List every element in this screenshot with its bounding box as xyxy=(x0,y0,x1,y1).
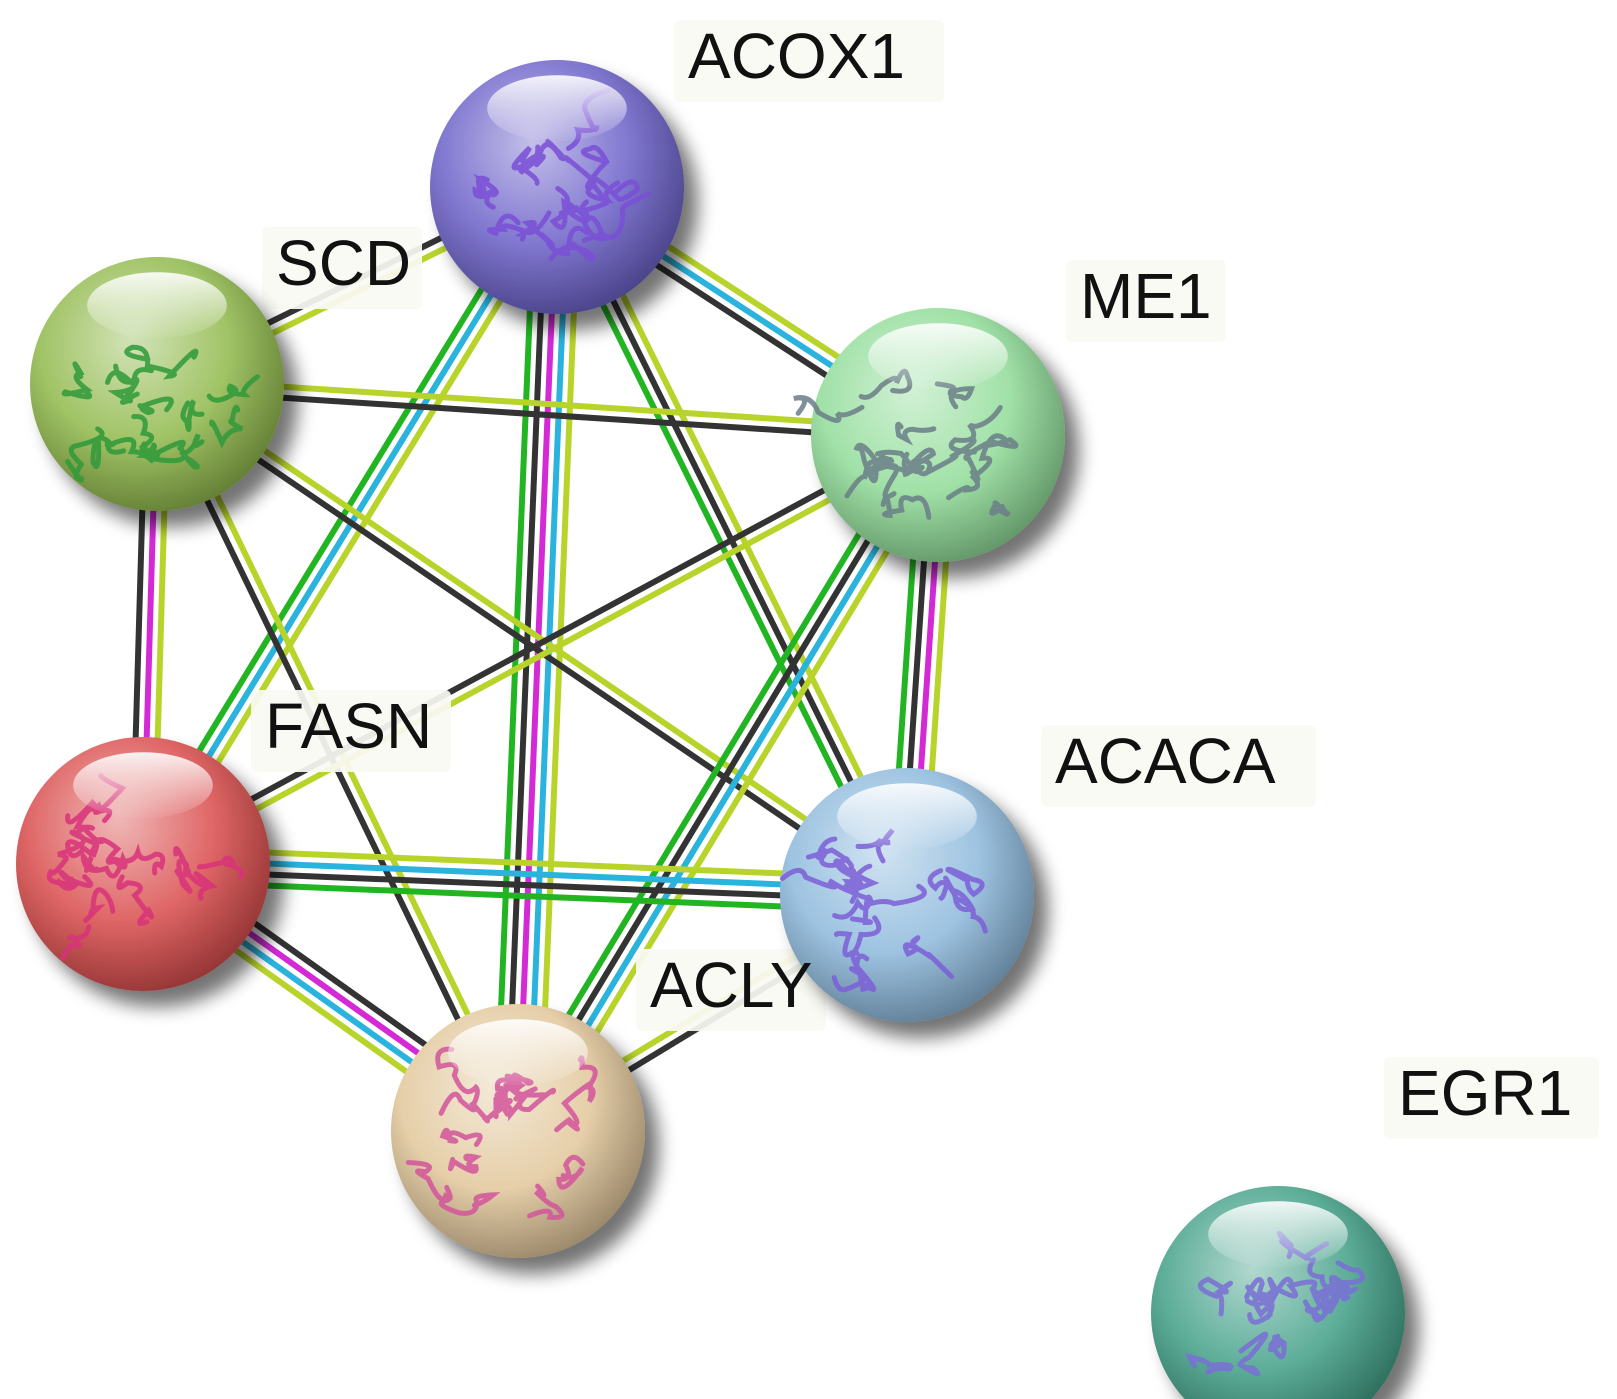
node-highlight-fasn xyxy=(73,752,213,819)
edge-me1-acly-neighborhood xyxy=(500,423,927,1126)
label-background-me1 xyxy=(1066,260,1226,342)
node-label-me1: ME1 xyxy=(1080,260,1212,332)
node-label-acly: ACLY xyxy=(650,949,812,1021)
node-highlight-scd xyxy=(87,272,227,339)
edge-fasn-acaca-textmining xyxy=(140,844,911,882)
labels-background-layer xyxy=(251,20,1599,1139)
node-acox1[interactable] xyxy=(430,60,684,314)
protein-structure-acly xyxy=(405,1046,598,1220)
node-highlight-me1 xyxy=(868,323,1008,390)
node-sphere-acaca xyxy=(780,768,1034,1022)
node-sphere-me1 xyxy=(811,308,1065,562)
node-label-acox1: ACOX1 xyxy=(688,20,905,92)
edge-me1-acly-databases xyxy=(519,434,946,1137)
node-highlight-acaca xyxy=(837,783,977,850)
node-label-acaca: ACACA xyxy=(1055,725,1276,797)
edge-fasn-acaca-databases xyxy=(140,855,911,893)
label-background-acaca xyxy=(1041,725,1316,807)
label-background-egr1 xyxy=(1384,1057,1599,1139)
edge-acox1-acly-coexpression xyxy=(504,183,550,1134)
node-sphere-fasn xyxy=(16,737,270,991)
node-acly[interactable] xyxy=(391,1004,645,1258)
edge-acox1-fasn-neighborhood xyxy=(130,178,551,862)
node-label-egr1: EGR1 xyxy=(1398,1057,1572,1129)
label-background-fasn xyxy=(251,690,451,772)
edge-scd-acaca-coexpression xyxy=(150,385,907,903)
node-fasn[interactable] xyxy=(16,737,270,991)
node-highlight-acox1 xyxy=(487,75,627,142)
node-egr1[interactable] xyxy=(1151,1186,1405,1399)
node-me1[interactable] xyxy=(793,308,1065,562)
edge-fasn-acaca-neighborhood xyxy=(139,877,910,915)
node-label-scd: SCD xyxy=(276,227,411,299)
node-acaca[interactable] xyxy=(779,768,1034,1022)
edge-scd-me1-textmining xyxy=(154,375,942,433)
protein-structure-me1 xyxy=(793,368,1019,520)
edge-me1-fasn-textmining xyxy=(142,436,944,872)
edge-me1-fasn-coexpression xyxy=(137,427,939,863)
edge-fasn-acaca-coexpression xyxy=(139,866,910,904)
edge-me1-acly-coexpression xyxy=(510,429,937,1132)
nodes-layer xyxy=(16,60,1405,1399)
label-background-acox1 xyxy=(674,20,944,102)
edge-scd-acaca-textmining xyxy=(157,376,914,894)
node-highlight-acly xyxy=(448,1019,588,1086)
protein-structure-acaca xyxy=(779,828,988,993)
edge-me1-acly-textmining xyxy=(529,440,956,1143)
node-label-fasn: FASN xyxy=(265,690,432,762)
edge-acox1-acly-textmining xyxy=(536,184,582,1135)
node-highlight-egr1 xyxy=(1208,1201,1348,1268)
label-background-acly xyxy=(636,949,826,1031)
node-scd[interactable] xyxy=(30,257,284,511)
label-background-scd xyxy=(262,227,422,309)
protein-structure-egr1 xyxy=(1184,1230,1366,1377)
protein-structure-scd xyxy=(61,344,260,483)
edge-scd-me1-coexpression xyxy=(153,386,941,444)
